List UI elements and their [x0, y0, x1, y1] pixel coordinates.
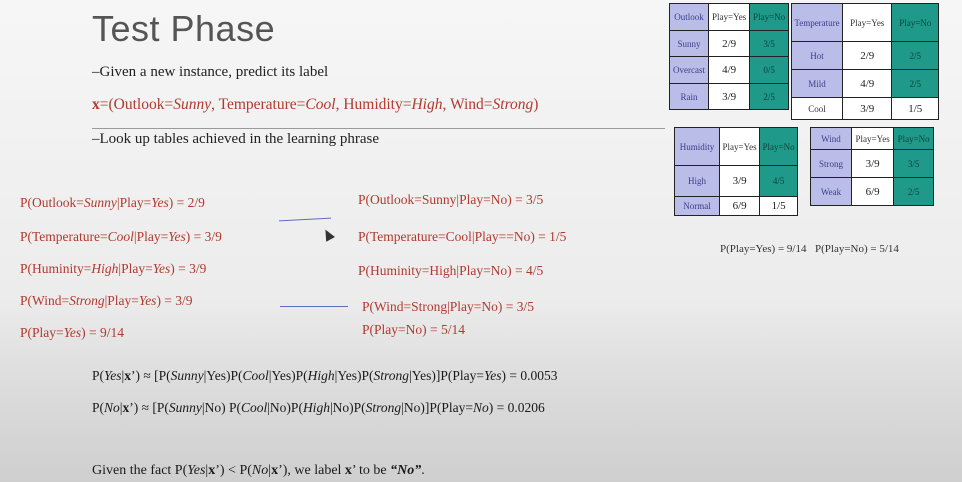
table-cell: Overcast — [669, 56, 709, 84]
prob-play-no: P(Play=No) = 5/14 — [362, 322, 465, 337]
table-cell: 0/5 — [749, 56, 789, 84]
bullet-given-instance: –Given a new instance, predict its label — [92, 64, 329, 80]
table-cell: 2/9 — [707, 30, 751, 57]
table-cell: Sunny — [669, 30, 709, 57]
bullet-lookup-tables: –Look up tables achieved in the learning… — [92, 131, 379, 147]
table-cell: Mild — [791, 69, 843, 98]
instance-temperature-value: Cool — [305, 96, 336, 113]
table-cell: 2/5 — [749, 83, 789, 110]
prior-no: P(Play=No) = 5/14 — [815, 243, 899, 255]
table-header: Play=No — [893, 127, 934, 150]
table-cell: 2/9 — [841, 41, 893, 70]
table-cell: 1/5 — [891, 97, 939, 120]
table-header: Play=No — [759, 127, 798, 166]
instance-wind-value: Strong — [492, 96, 534, 113]
prob-no-wind: P(Wind=Strong|Play=No) = 3/5 — [362, 299, 534, 314]
table-cell: Hot — [791, 41, 843, 70]
prob-yes-wind: P(Wind=Strong|Play=Yes) = 3/9 — [20, 293, 193, 308]
table-cell: 4/5 — [759, 165, 798, 197]
table-cell: 4/9 — [707, 56, 751, 84]
table-header: Play=Yes — [850, 127, 895, 150]
table-cell: High — [674, 165, 720, 197]
table-header: Temperature — [791, 3, 843, 42]
table-header: Wind — [810, 127, 852, 150]
table-cell: 3/9 — [841, 97, 893, 120]
annotation-mark — [280, 306, 348, 307]
table-cell: 2/5 — [891, 69, 939, 98]
prob-no-outlook: P(Outlook=Sunny|Play=No) = 3/5 — [358, 192, 544, 207]
instance-part: , Temperature= — [211, 96, 306, 113]
instance-part: =(Outlook= — [99, 96, 174, 113]
table-cell: 1/5 — [759, 196, 798, 216]
prob-yes-outlook: P(Outlook=Sunny|Play=Yes) = 2/9 — [20, 195, 205, 210]
posterior-no-equation: P(No|x’) ≈ [P(Sunny|No) P(Cool|No)P(High… — [92, 400, 545, 415]
instance-part: , Wind= — [442, 96, 493, 113]
prior-yes: P(Play=Yes) = 9/14 — [720, 243, 807, 255]
instance-definition: x=(Outlook=Sunny, Temperature=Cool, Humi… — [92, 96, 538, 114]
table-cell: 4/9 — [841, 69, 893, 98]
annotation-mark — [279, 217, 331, 222]
table-header: Play=Yes — [841, 3, 893, 42]
table-header: Play=Yes — [718, 127, 761, 166]
table-cell: Weak — [810, 177, 852, 206]
table-header: Play=No — [749, 3, 789, 31]
prob-no-temperature: P(Temperature=Cool|Play==No) = 1/5 — [358, 229, 567, 244]
table-cell: 3/5 — [749, 30, 789, 57]
prob-yes-humidity: P(Huminity=High|Play=Yes) = 3/9 — [20, 261, 207, 276]
instance-humidity-value: High — [411, 96, 443, 113]
mouse-cursor-icon — [321, 227, 335, 242]
table-cell: 3/9 — [718, 165, 761, 197]
table-cell: 6/9 — [718, 196, 761, 216]
page-title: Test Phase — [92, 8, 276, 49]
table-header: Play=Yes — [707, 3, 751, 31]
instance-part: ) — [533, 96, 539, 113]
table-cell: 6/9 — [850, 177, 895, 206]
table-header: Outlook — [669, 3, 709, 31]
instance-x: x — [92, 96, 100, 113]
table-cell: 3/5 — [893, 149, 934, 178]
posterior-yes-equation: P(Yes|x’) ≈ [P(Sunny|Yes)P(Cool|Yes)P(Hi… — [92, 368, 558, 383]
instance-part: , Humidity= — [335, 96, 412, 113]
table-cell: Strong — [810, 149, 852, 178]
table-cell: 2/5 — [893, 177, 934, 206]
instance-outlook-value: Sunny — [173, 96, 212, 113]
table-cell: Rain — [669, 83, 709, 110]
table-cell: Normal — [674, 196, 720, 216]
table-cell: 3/9 — [707, 83, 751, 110]
table-cell: 3/9 — [850, 149, 895, 178]
table-header: Humidity — [674, 127, 720, 166]
prob-play-yes: P(Play=Yes) = 9/14 — [20, 325, 125, 340]
table-cell: Cool — [791, 97, 843, 120]
table-header: Play=No — [891, 3, 939, 42]
conclusion-text: Given the fact P(Yes|x’) < P(No|x’), we … — [92, 463, 425, 478]
prob-no-humidity: P(Huminity=High|Play=No) = 4/5 — [358, 263, 544, 278]
table-cell: 2/5 — [891, 41, 939, 70]
prob-yes-temperature: P(Temperature=Cool|Play=Yes) = 3/9 — [20, 229, 222, 244]
separator-line — [92, 128, 665, 129]
